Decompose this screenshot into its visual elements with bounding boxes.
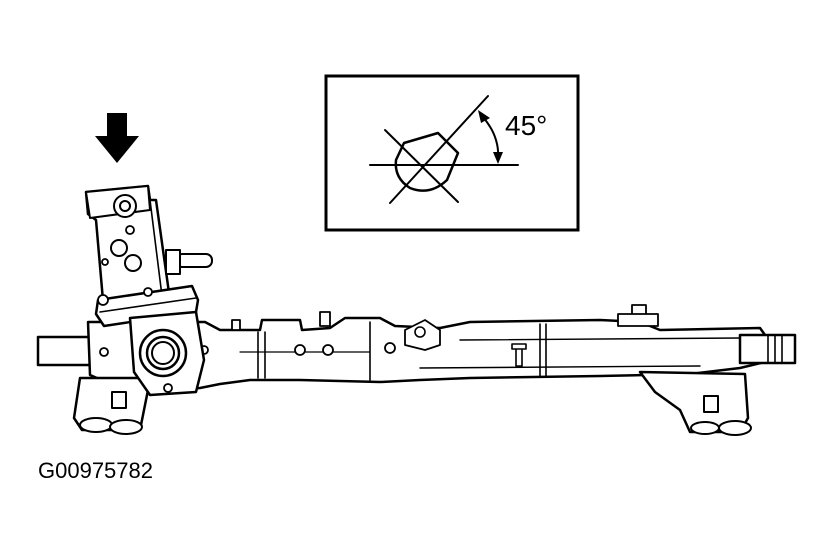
figure-id: G00975782 — [38, 458, 153, 483]
housing-bolt-2 — [322, 344, 334, 356]
pinion-lower-bolt — [163, 383, 173, 393]
housing-bolt-5 — [384, 342, 396, 354]
collar-bolt-right — [143, 287, 153, 297]
collar-line — [99, 297, 197, 313]
valve-bolt-1 — [110, 239, 128, 257]
angle-label: 45° — [505, 110, 548, 141]
pinion-seal — [138, 328, 188, 378]
housing-line-top — [459, 337, 741, 341]
steering-rack-assembly — [36, 184, 797, 436]
detail-inset — [324, 74, 580, 232]
shaft-profile — [394, 131, 460, 192]
top-tab-4 — [231, 319, 241, 331]
housing-bolt-4 — [99, 347, 109, 357]
top-tab-3 — [617, 313, 659, 327]
angle-arrow-top — [478, 110, 490, 123]
valve-bolt-4 — [101, 258, 109, 266]
left-end-rod — [36, 335, 92, 367]
housing-line-bottom — [419, 365, 701, 369]
housing-pin-cap — [511, 343, 527, 350]
center-fitting-bolt — [414, 326, 426, 338]
housing-bolt-1 — [294, 344, 306, 356]
right-mount-bushing — [638, 370, 752, 436]
collar-bolt-left — [97, 294, 109, 306]
valve-bolt-3 — [125, 225, 135, 235]
angle-arrow-bottom — [493, 152, 503, 164]
left-mount-bushing — [72, 376, 150, 435]
cross-line-a — [384, 129, 459, 203]
valve-bolt-2 — [124, 254, 142, 272]
down-arrow-icon — [95, 113, 139, 163]
inset-frame — [324, 74, 580, 232]
side-port-fitting — [165, 249, 181, 275]
pinion-cap-bolt-inner — [119, 200, 131, 212]
top-tab-1 — [319, 311, 331, 327]
side-port-tube — [175, 253, 213, 268]
